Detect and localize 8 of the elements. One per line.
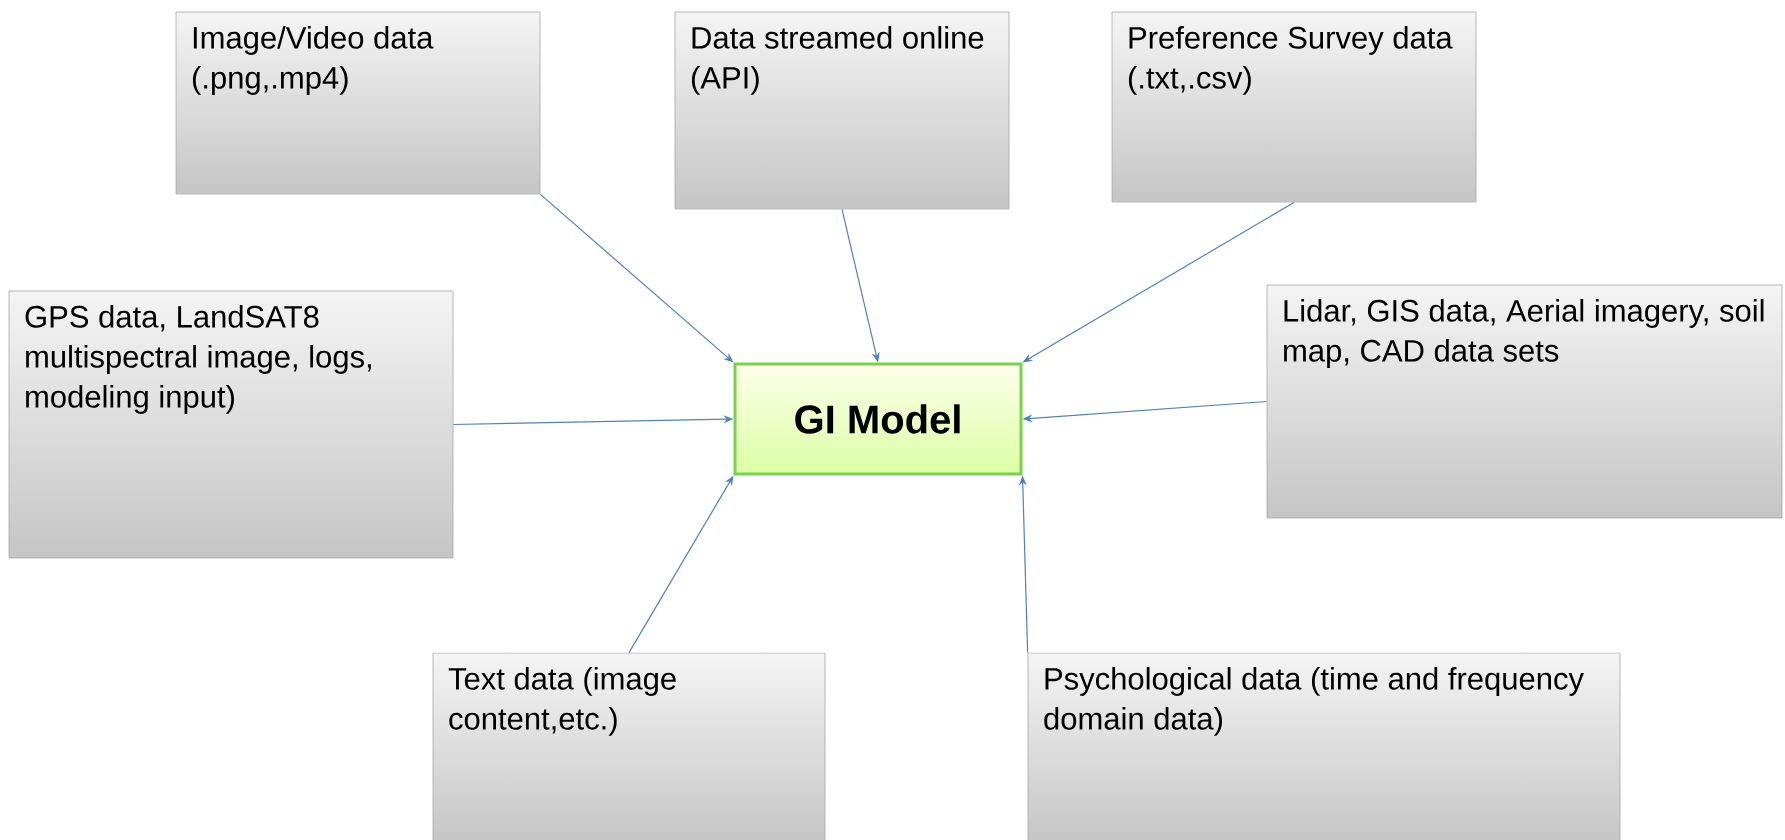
data-box: Data streamed online (API) — [674, 11, 1010, 210]
model-box: GI Model — [733, 362, 1023, 476]
data-box: Preference Survey data (.txt,.csv) — [1111, 11, 1477, 203]
data-box: Lidar, GIS data, Aerial imagery, soil map, CAD data sets — [1266, 284, 1783, 519]
data-box: Psychological data (time and frequency domain data) — [1027, 652, 1621, 840]
data-box: GPS data, LandSAT8 multispectral image, logs, modeling input) — [8, 290, 454, 559]
data-box: Image/Video data (.png,.mp4) — [175, 11, 541, 195]
data-box: Text data (image content,etc.) — [432, 652, 826, 840]
